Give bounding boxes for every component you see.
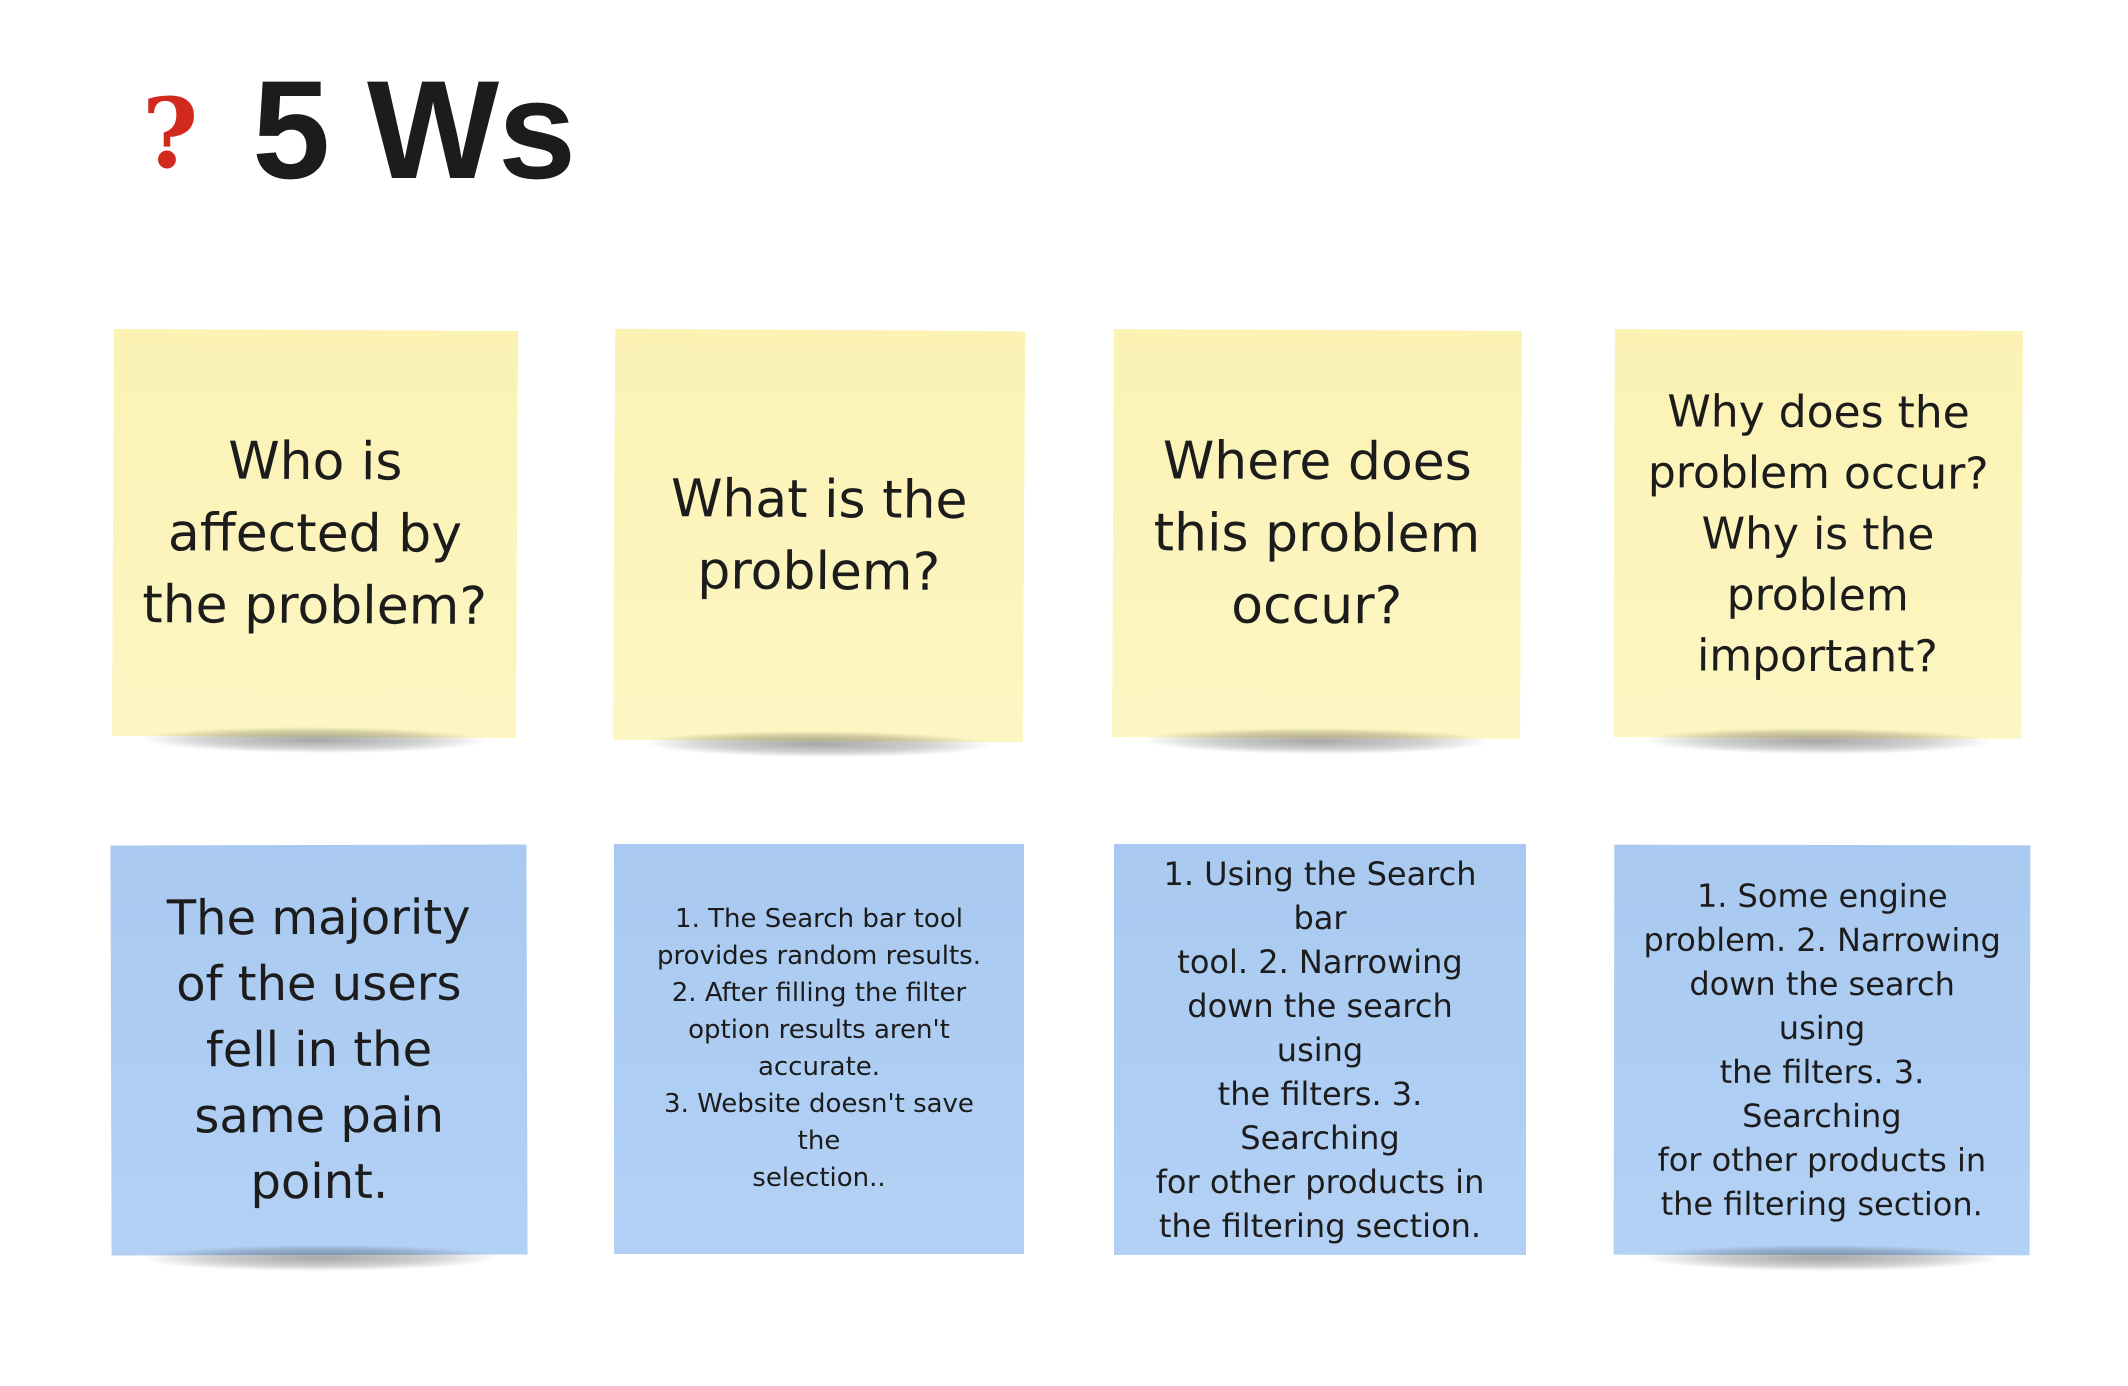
answer-why-text: 1. Some engine problem. 2. Narrowing dow… bbox=[1643, 876, 2001, 1224]
answer-note-who[interactable]: The majority of the users fell in the sa… bbox=[110, 844, 528, 1256]
page-header: ? 5 Ws bbox=[142, 51, 576, 208]
answer-who-text: The majority of the users fell in the sa… bbox=[166, 889, 471, 1211]
question-note-who[interactable]: Who is affected by the problem? bbox=[111, 328, 519, 739]
question-where-text: Where does this problem occur? bbox=[1153, 431, 1481, 637]
question-what-text: What is the problem? bbox=[670, 468, 968, 603]
question-mark-icon: ? bbox=[142, 77, 199, 190]
question-note-why[interactable]: Why does the problem occur? Why is the p… bbox=[1613, 329, 2023, 739]
answer-note-where[interactable]: 1. Using the Search bar tool. 2. Narrowi… bbox=[1114, 844, 1526, 1271]
answer-where-text: 1. Using the Search bar tool. 2. Narrowi… bbox=[1155, 854, 1485, 1245]
question-why-text: Why does the problem occur? Why is the p… bbox=[1647, 385, 1989, 683]
question-who-text: Who is affected by the problem? bbox=[142, 431, 488, 637]
answer-note-what[interactable]: 1. The Search bar tool provides random r… bbox=[614, 844, 1024, 1270]
answer-what-text: 1. The Search bar tool provides random r… bbox=[657, 904, 981, 1193]
question-note-where[interactable]: Where does this problem occur? bbox=[1112, 329, 1522, 739]
answer-note-why[interactable]: 1. Some engine problem. 2. Narrowing dow… bbox=[1613, 844, 2031, 1256]
page-title: 5 Ws bbox=[252, 51, 576, 208]
question-note-what[interactable]: What is the problem? bbox=[612, 328, 1026, 743]
